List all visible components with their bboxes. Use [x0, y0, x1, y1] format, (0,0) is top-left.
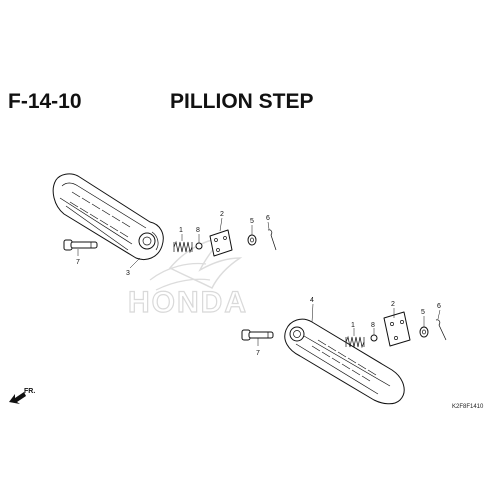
cotter-pin-right [435, 319, 447, 341]
callout-left-cotter-pin: 6 [266, 215, 270, 222]
plate-left [209, 229, 233, 257]
callout-left-spring: 1 [179, 227, 183, 234]
callout-right-ball: 8 [371, 322, 375, 329]
callout-left-plate: 2 [220, 211, 224, 218]
callout-left-step: 3 [126, 270, 130, 277]
page-title: PILLION STEP [170, 90, 314, 113]
callout-right-cotter-pin: 6 [437, 303, 441, 310]
diagram-code: K2F8F1410 [452, 404, 484, 410]
callout-right-spring: 1 [351, 322, 355, 329]
honda-watermark: HONDA [127, 237, 248, 320]
ball-left [195, 242, 203, 250]
left-assembly: 1 2 3 5 6 7 8 [52, 173, 277, 277]
cotter-pin-left [267, 229, 277, 251]
spring-right [345, 335, 365, 349]
callout-right-plate: 2 [391, 301, 395, 308]
ball-right [370, 334, 378, 342]
callout-right-washer: 5 [421, 309, 425, 316]
front-direction-arrow: FR. [9, 388, 35, 404]
page-code: F-14-10 [8, 90, 82, 113]
pillion-step-right [284, 318, 405, 405]
callout-left-pin: 7 [76, 259, 80, 266]
washer-right [419, 326, 429, 338]
washer-left [247, 234, 257, 246]
callout-left-washer: 5 [250, 218, 254, 225]
pin-left [63, 239, 98, 251]
plate-right [383, 311, 411, 347]
pillion-step-left [52, 173, 164, 260]
callout-left-ball: 8 [196, 227, 200, 234]
pin-right [241, 329, 274, 341]
watermark-text: HONDA [128, 286, 248, 319]
callout-right-step: 4 [310, 297, 314, 304]
spring-left [173, 240, 193, 254]
front-direction-label: FR. [24, 388, 35, 395]
right-assembly: 1 2 4 5 6 7 8 [241, 297, 447, 405]
callout-right-pin: 7 [256, 350, 260, 357]
